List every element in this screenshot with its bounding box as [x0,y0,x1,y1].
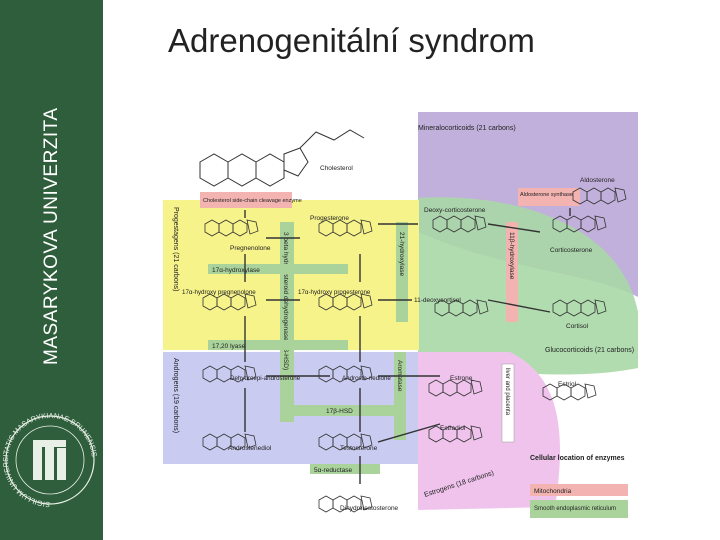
hydroxyprogesterone-label: 17α-hydroxy progesterone [298,289,371,296]
ring-glyph [580,299,596,317]
hsd3b-label: 3 beta hydroxysteroid dehydrogenase (3β-… [282,232,289,370]
ring-glyph [346,495,362,513]
molecule-structures [202,187,627,513]
aldosterone-label: Aldosterone [580,177,615,184]
lyase-bar [208,340,348,350]
steroidogenesis-diagram: Cholesterol Cholesterol side-chain cleav… [163,112,638,518]
ring-glyph [462,299,478,317]
reductase-bar [310,464,380,474]
ring-glyph [600,187,616,205]
glucocorticoid-region [418,197,638,375]
estriol-label: Estriol [558,381,577,388]
lyase-label: 17,20 lyase [212,343,246,350]
dht-label: Dihydrotestosterone [340,505,399,512]
ring-glyph [346,433,362,451]
glucocorticoids-label: Glucocorticoids (21 carbons) [545,347,634,354]
ring-glyph [456,379,472,397]
ring-glyph [594,299,607,315]
hydroxylase21-label: 21-hydroxylase [398,232,405,276]
pathway-arrows [244,208,571,484]
hsd17b-bar [280,405,400,416]
legend-title: Cellular location of enzymes [530,455,625,462]
aldo-synthase-label: Aldosterone synthase [520,192,573,198]
liver-placenta-bar [501,363,515,443]
mineralocorticoids-label: Mineralocorticoids (21 carbons) [418,125,516,132]
ring-glyph [232,219,248,237]
hydroxylase21-bar [396,222,408,322]
ring-glyph [360,365,373,381]
hydroxylase17-label: 17α-hydroxylase [212,267,260,274]
ring-glyph [230,433,246,451]
ring-glyph [318,495,334,513]
hsd17b-label: 17β-HSD [326,408,353,415]
pregnenolone-label: Pregnenolone [230,245,271,252]
ring-glyph [460,215,476,233]
ring-glyph [474,215,487,231]
estrogen-region [418,352,560,510]
estrone-label: Estrone [450,375,473,382]
dhea-label: Dehydroepi-androsterone [230,375,301,382]
enzyme-location-legend: Cellular location of enzymes Mitochondri… [530,455,628,518]
university-seal-icon: SIGILLUM UNIVERSITATIS MASARYKIANAE BRUN… [2,411,98,509]
ring-glyph [346,365,362,383]
progestagens-label: Progestagens (21 carbons) [172,207,179,291]
ring-glyph [614,187,627,203]
deoxycortisol-label: 11-deoxycortisol [414,297,461,304]
ring-glyph [346,219,362,237]
ring-glyph [230,293,246,311]
androstenediol-label: Androstenediol [228,445,272,452]
cholesterol-label: Cholesterol [320,165,353,172]
ring-glyph [360,219,373,235]
ring-glyph [360,495,373,511]
ring-glyph [476,299,489,315]
university-name: MASARYKOVA UNIVERZITA [41,107,62,365]
side-chain-enzyme-box [200,192,292,208]
aldo-synthase-box [518,188,580,206]
androgens-label: Androgens (19 carbons) [172,358,179,433]
ring-glyph [230,365,246,383]
progesterone-label: Progesterone [310,215,349,222]
ring-glyph [594,215,607,231]
legend-mitochondria: Mitochondria [534,488,572,495]
hydroxylase17-bar [208,264,348,274]
ring-glyph [346,293,362,311]
ring-glyph [456,425,472,443]
ring-glyph [244,433,257,449]
hydroxypregnenolone-label: 17α-hydroxy pregnenolone [182,289,256,296]
ring-glyph [470,425,483,441]
ring-glyph [360,293,373,309]
reductase-label: 5α-reductase [314,467,352,474]
ring-glyph [244,365,257,381]
estradiol-label: Estradiol [440,425,466,432]
cholesterol-structure [199,129,365,187]
ring-glyph [360,433,373,449]
side-chain-enzyme-label: Cholesterol side-chain cleavage enzyme [203,198,302,204]
ring-glyph [244,293,257,309]
slide-title: Adrenogenitální syndrom [168,22,535,59]
cortisol-label: Cortisol [566,323,589,330]
legend-er: Smooth endoplasmic reticulum [534,506,616,512]
hydroxylase11b-bar [506,222,518,322]
ring-glyph [584,383,597,399]
ring-glyph [470,379,483,395]
university-sidebar: MASARYKOVA UNIVERZITA SIGILLUM UNIVERSIT… [0,0,103,540]
liver-placenta-label: liver and placenta [504,368,510,416]
aromatase-bar [394,352,406,440]
ring-glyph [246,219,259,235]
androstenedione-label: Androste-nedione [342,375,391,382]
ring-glyph [580,215,596,233]
corticosterone-label: Corticosterone [550,247,593,254]
deoxycorticosterone-label: Deoxy-corticosterone [424,207,486,214]
testosterone-label: Testosterone [340,445,378,452]
ring-glyph [570,383,586,401]
hydroxylase11b-label: 11β-hydroxylase [508,232,515,280]
